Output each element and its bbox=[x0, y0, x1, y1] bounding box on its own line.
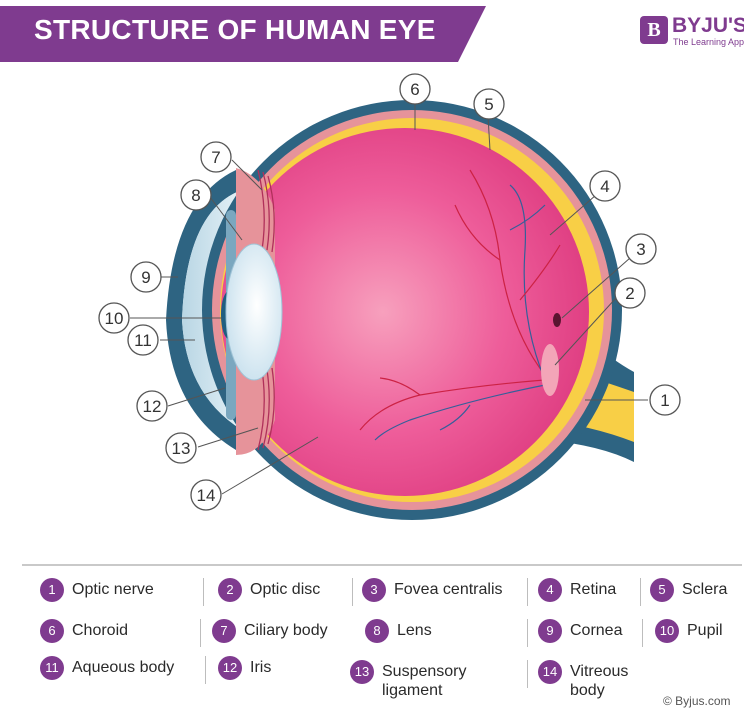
legend-separator bbox=[642, 619, 643, 647]
legend-label: Optic disc bbox=[250, 580, 320, 599]
callout-suspensory-ligament: 13 bbox=[166, 433, 196, 463]
legend-label: Optic nerve bbox=[72, 580, 154, 599]
callout-iris: 12 bbox=[137, 391, 167, 421]
legend-separator bbox=[640, 578, 641, 606]
legend-item: 1 Optic nerve bbox=[40, 578, 154, 602]
legend-number-badge: 8 bbox=[365, 619, 389, 643]
legend-number-badge: 9 bbox=[538, 619, 562, 643]
legend-separator bbox=[527, 578, 528, 606]
eye-illustration: 1234567891011121314 bbox=[0, 0, 744, 560]
legend-item: 4 Retina bbox=[538, 578, 616, 602]
legend-label: Aqueous body bbox=[72, 658, 174, 677]
legend-label: Vitreous body bbox=[570, 662, 628, 700]
legend-number-badge: 14 bbox=[538, 660, 562, 684]
legend-item: 14 Vitreous body bbox=[538, 660, 628, 700]
callout-retina: 4 bbox=[590, 171, 620, 201]
callout-number: 13 bbox=[172, 439, 191, 458]
legend-label: Suspensory ligament bbox=[382, 662, 467, 700]
callout-number: 7 bbox=[211, 148, 220, 167]
legend-label: Choroid bbox=[72, 621, 128, 640]
legend-label: Sclera bbox=[682, 580, 727, 599]
legend-label: Cornea bbox=[570, 621, 622, 640]
callout-number: 5 bbox=[484, 95, 493, 114]
callout-number: 2 bbox=[625, 284, 634, 303]
legend-number-badge: 3 bbox=[362, 578, 386, 602]
legend-item: 5 Sclera bbox=[650, 578, 727, 602]
legend-item: 6 Choroid bbox=[40, 619, 128, 643]
callout-number: 6 bbox=[410, 80, 419, 99]
legend-separator bbox=[203, 578, 204, 606]
callout-number: 4 bbox=[600, 177, 609, 196]
legend-separator bbox=[200, 619, 201, 647]
callout-number: 14 bbox=[197, 486, 216, 505]
callout-sclera: 5 bbox=[474, 89, 504, 119]
copyright: © Byjus.com bbox=[663, 694, 731, 708]
callout-number: 12 bbox=[143, 397, 162, 416]
legend-label: Retina bbox=[570, 580, 616, 599]
legend-divider bbox=[22, 564, 742, 566]
legend-item: 12 Iris bbox=[218, 656, 271, 680]
legend-item: 7 Ciliary body bbox=[212, 619, 328, 643]
legend-number-badge: 5 bbox=[650, 578, 674, 602]
callout-number: 9 bbox=[141, 268, 150, 287]
callout-choroid: 6 bbox=[400, 74, 430, 104]
callout-fovea-centralis: 3 bbox=[626, 234, 656, 264]
legend-item: 10 Pupil bbox=[655, 619, 723, 643]
legend-item: 13 Suspensory ligament bbox=[350, 660, 467, 700]
callout-lens: 8 bbox=[181, 180, 211, 210]
callout-vitreous-body: 14 bbox=[191, 480, 221, 510]
callout-number: 3 bbox=[636, 240, 645, 259]
legend-number-badge: 12 bbox=[218, 656, 242, 680]
lens bbox=[226, 244, 282, 380]
legend-number-badge: 11 bbox=[40, 656, 64, 680]
legend-number-badge: 4 bbox=[538, 578, 562, 602]
legend-separator bbox=[352, 578, 353, 606]
legend-label: Iris bbox=[250, 658, 271, 677]
callout-ciliary-body: 7 bbox=[201, 142, 231, 172]
callout-aqueous-body: 11 bbox=[128, 325, 158, 355]
legend-number-badge: 2 bbox=[218, 578, 242, 602]
fovea-centralis bbox=[553, 313, 561, 327]
legend-item: 2 Optic disc bbox=[218, 578, 320, 602]
optic-disc bbox=[541, 344, 559, 396]
legend-label: Lens bbox=[397, 621, 432, 640]
legend-number-badge: 13 bbox=[350, 660, 374, 684]
legend-number-badge: 10 bbox=[655, 619, 679, 643]
callout-cornea: 9 bbox=[131, 262, 161, 292]
callout-number: 11 bbox=[134, 331, 152, 350]
legend-number-badge: 7 bbox=[212, 619, 236, 643]
callout-pupil: 10 bbox=[99, 303, 129, 333]
legend-item: 3 Fovea centralis bbox=[362, 578, 503, 602]
legend-number-badge: 1 bbox=[40, 578, 64, 602]
callout-number: 1 bbox=[660, 391, 669, 410]
callout-number: 10 bbox=[105, 309, 124, 328]
legend-item: 11 Aqueous body bbox=[40, 656, 174, 680]
legend-item: 8 Lens bbox=[365, 619, 432, 643]
legend-label: Pupil bbox=[687, 621, 723, 640]
legend-label: Fovea centralis bbox=[394, 580, 503, 599]
legend-separator bbox=[527, 619, 528, 647]
callout-optic-nerve: 1 bbox=[650, 385, 680, 415]
legend-label: Ciliary body bbox=[244, 621, 328, 640]
legend-number-badge: 6 bbox=[40, 619, 64, 643]
legend-separator bbox=[527, 660, 528, 688]
legend-item: 9 Cornea bbox=[538, 619, 622, 643]
callout-optic-disc: 2 bbox=[615, 278, 645, 308]
legend-separator bbox=[205, 656, 206, 684]
callout-number: 8 bbox=[191, 186, 200, 205]
